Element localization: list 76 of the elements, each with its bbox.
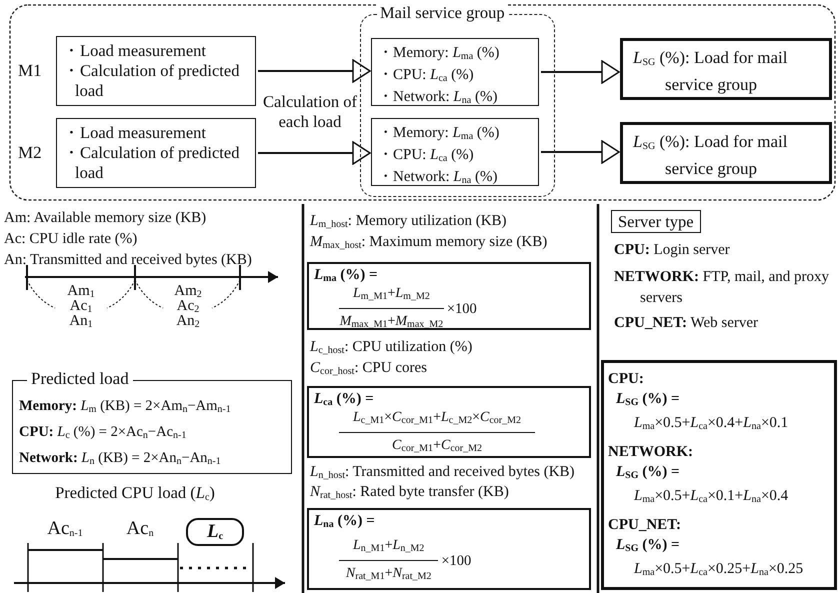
list-box xyxy=(371,118,539,186)
list-item-text: ・CPU: L$_{ca}$ (%) xyxy=(378,146,475,166)
numerator-text: L$_{m_M1}$+L$_{m_M2}$ xyxy=(352,285,431,304)
definition-text: CPU: Login server xyxy=(614,241,730,259)
node-label: M2 xyxy=(18,143,42,162)
definition-text: C$_{cor_host}$: CPU cores xyxy=(310,359,427,379)
timeline-label: Ac$_{n}$ xyxy=(125,520,155,541)
formula-text: L$_{ma}$×0.5+L$_{ca}$×0.4+L$_{na}$×0.1 xyxy=(632,414,790,434)
numerator-text: L$_{c_M1}$×C$_{cor_M1}$+L$_{c_M2}$×C$_{cor_M2}$ xyxy=(352,409,522,428)
list-item-text: ・Network: L$_{na}$ (%) xyxy=(378,88,498,108)
bullet-text: ・Load measurement xyxy=(63,41,207,61)
node-label: M1 xyxy=(18,61,42,80)
section-heading: NETWORK: xyxy=(608,443,694,462)
denominator-text: M$_{max_M1}$+M$_{max_M2}$ xyxy=(339,308,444,334)
timeline-label: An$_{2}$ xyxy=(175,312,201,332)
formula-text: ×100 xyxy=(441,552,472,570)
formula-text: L$_{na}$ (%) = xyxy=(314,512,375,532)
definition-text: L$_{c_host}$: CPU utilization (%) xyxy=(310,338,472,358)
denominator-text: C$_{cor_M1}$+C$_{cor_M2}$ xyxy=(339,432,536,458)
formula-text: L$_{ma}$×0.5+L$_{ca}$×0.25+L$_{na}$×0.25 xyxy=(632,560,804,580)
definition-text: Ac: CPU idle rate (%) xyxy=(4,230,138,248)
formula-text: CPU: L$_{c}$ (%) = 2×Ac$_{n}$−Ac$_{n-1}$ xyxy=(19,423,188,443)
arrow xyxy=(541,140,620,164)
definition-text: L$_{m_host}$: Memory utilization (KB) xyxy=(310,212,507,232)
formula-text: ×100 xyxy=(446,300,477,318)
definition-text: N$_{rat_host}$: Rated byte transfer (KB) xyxy=(310,483,509,503)
formula-text: L$_{ma}$ (%) = xyxy=(314,266,378,286)
timeline-label: Am$_{2}$ xyxy=(173,282,203,300)
annotation-text: Calculation of each load xyxy=(262,92,358,132)
arrow xyxy=(258,59,371,83)
heading-box xyxy=(611,210,701,233)
definition-text: CPU_NET: Web server xyxy=(614,314,758,332)
arrow xyxy=(258,141,371,165)
definition-text: L$_{n_host}$: Transmitted and received bytes (KB) xyxy=(310,463,576,483)
section-heading: CPU: xyxy=(608,370,645,389)
timeline-label: An$_{1}$ xyxy=(68,312,94,332)
formula-text: L$_{ca}$ (%) = xyxy=(314,390,374,410)
formula-box xyxy=(307,508,591,590)
formula-box xyxy=(601,360,837,590)
result-box xyxy=(620,122,832,184)
formula-text: L$_{SG}$ (%) = xyxy=(615,390,681,410)
formula-text: Network: L$_{n}$ (KB) = 2×An$_{n}$−An$_{n-1}$ xyxy=(19,449,222,469)
definition-text: Am: Available memory size (KB) xyxy=(4,209,206,227)
result-box xyxy=(620,38,832,100)
list-item-text: ・Network: L$_{na}$ (%) xyxy=(378,168,498,188)
bullet-text: ・Load measurement xyxy=(63,123,207,143)
numerator-text: L$_{n_M1}$+L$_{n_M2}$ xyxy=(352,537,426,556)
list-item-text: ・CPU: L$_{ca}$ (%) xyxy=(378,66,475,86)
formula-box xyxy=(307,262,591,330)
chart-title: Predicted CPU load (L$_{c}$) xyxy=(54,484,216,505)
denominator-text: N$_{rat_M1}$+N$_{rat_M2}$ xyxy=(339,560,438,586)
arrow xyxy=(541,60,620,84)
formula-box xyxy=(307,386,591,458)
definition-text: An: Transmitted and received bytes (KB) xyxy=(4,251,252,269)
timeline-label: Ac$_{n-1}$ xyxy=(46,520,84,541)
formula-text: L$_{ma}$×0.5+L$_{ca}$×0.1+L$_{na}$×0.4 xyxy=(632,487,790,507)
timeline-label: Am$_{1}$ xyxy=(66,282,96,300)
bullet-text: ・Calculation of predicted load xyxy=(63,143,240,183)
section-heading: CPU_NET: xyxy=(608,516,682,535)
definition-text: NETWORK: FTP, mail, and proxy servers xyxy=(614,268,830,308)
bullet-text: ・Calculation of predicted load xyxy=(63,61,240,101)
list-item-text: ・Memory: L$_{ma}$ (%) xyxy=(378,44,500,64)
list-box xyxy=(371,38,539,106)
result-text: L$_{SG}$ (%): Load for mail service group xyxy=(632,131,788,180)
formula-text: L$_{SG}$ (%) = xyxy=(615,536,681,556)
definition-text: M$_{max_host}$: Maximum memory size (KB) xyxy=(310,233,548,253)
formula-text: L$_{SG}$ (%) = xyxy=(615,463,681,483)
heading-text: Server type xyxy=(618,212,694,231)
rounded-box xyxy=(186,518,244,546)
group-title: Mail service group xyxy=(377,3,508,22)
timeline-label: Ac$_{1}$ xyxy=(68,297,94,315)
formula-text: Memory: L$_{m}$ (KB) = 2×Am$_{n}$−Am$_{n-1}$ xyxy=(19,397,232,417)
result-text: L$_{SG}$ (%): Load for mail service group xyxy=(632,47,788,96)
timeline-label: Ac$_{2}$ xyxy=(176,297,200,315)
node-label: L$_{c}$ xyxy=(206,520,224,544)
list-item-text: ・Memory: L$_{ma}$ (%) xyxy=(378,124,500,144)
